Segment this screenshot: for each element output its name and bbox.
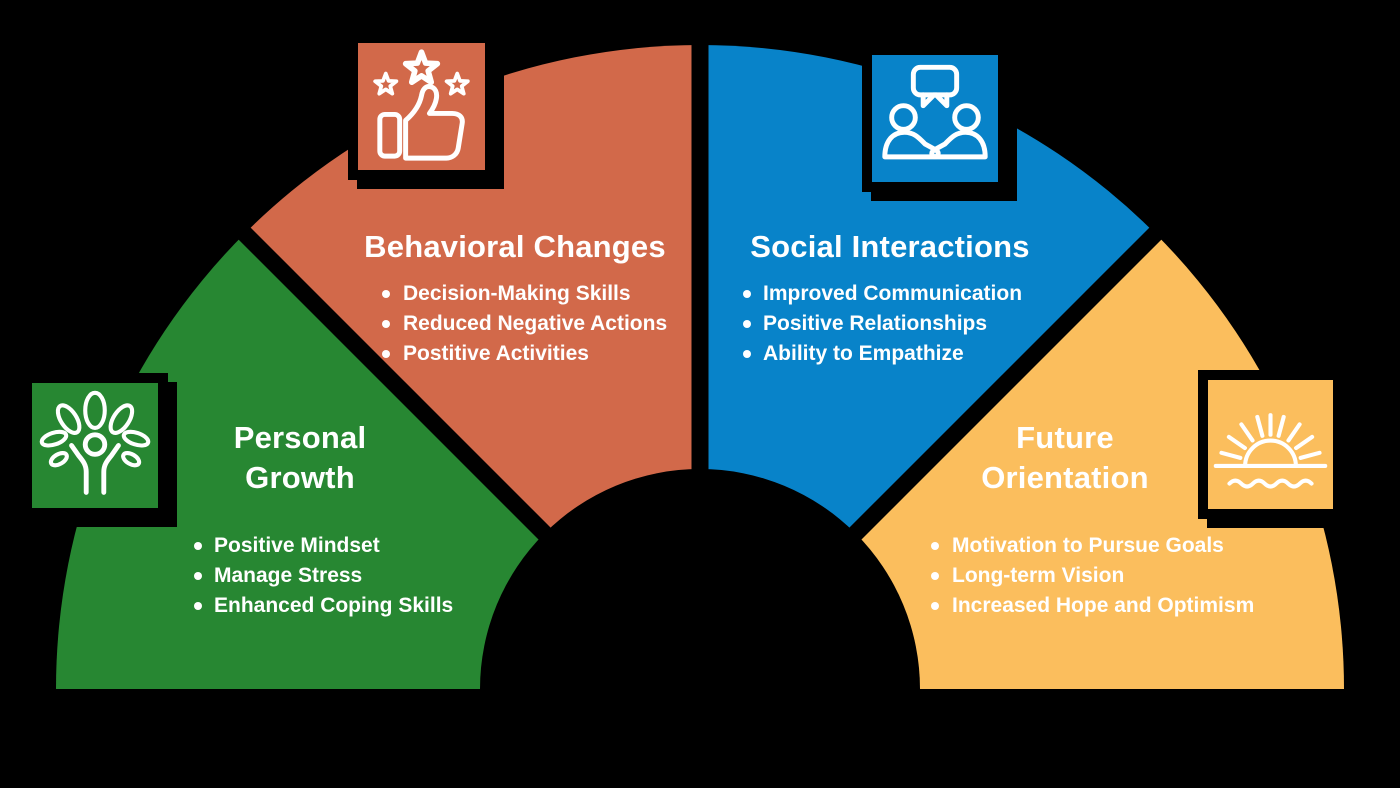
- bullet-text: Increased Hope and Optimism: [952, 594, 1255, 617]
- bullet-text: Postitive Activities: [403, 342, 589, 365]
- segment-title: Social Interactions: [750, 229, 1030, 264]
- bullet-list: Improved Communication Positive Relation…: [705, 279, 1075, 369]
- bullet-dot: [194, 542, 202, 550]
- bullet-dot: [382, 350, 390, 358]
- bullet-text: Manage Stress: [214, 564, 363, 587]
- icon-box-future-orientation: [1198, 370, 1343, 519]
- bullet-list: Decision-Making Skills Reduced Negative …: [330, 279, 700, 369]
- segment-social-interactions: Social Interactions Improved Communicati…: [705, 227, 1075, 369]
- bullet-text: Motivation to Pursue Goals: [952, 534, 1224, 557]
- bullet-item: Positive Relationships: [743, 309, 1075, 339]
- bullet-item: Enhanced Coping Skills: [194, 591, 470, 621]
- icon-box-personal-growth: [22, 373, 168, 518]
- bullet-text: Enhanced Coping Skills: [214, 594, 454, 617]
- bullet-item: Motivation to Pursue Goals: [931, 531, 1230, 561]
- bullet-dot: [743, 320, 751, 328]
- bullet-dot: [194, 602, 202, 610]
- bullet-item: Reduced Negative Actions: [382, 309, 700, 339]
- bullet-item: Increased Hope and Optimism: [931, 591, 1254, 621]
- sunrise-icon: [1213, 413, 1328, 489]
- bullet-list: Positive Mindset Manage Stress Enhanced …: [130, 531, 470, 621]
- bullet-item: Manage Stress: [194, 561, 470, 591]
- conversation-icon: [882, 64, 988, 160]
- bullet-dot: [382, 290, 390, 298]
- icon-box-social-interactions: [862, 45, 1008, 192]
- bullet-dot: [194, 572, 202, 580]
- bullet-text: Decision-Making Skills: [403, 282, 631, 305]
- bullet-text: Long-term Vision: [952, 564, 1125, 587]
- bullet-text: Improved Communication: [763, 282, 1023, 305]
- bullet-dot: [743, 290, 751, 298]
- bullet-item: Postitive Activities: [382, 339, 700, 369]
- segment-title-line1: Future: [1016, 420, 1114, 455]
- bullet-item: Ability to Empathize: [743, 339, 1075, 369]
- bullet-item: Long-term Vision: [931, 561, 1230, 591]
- segment-title-line2: Orientation: [981, 460, 1149, 495]
- segment-personal-growth: Personal Growth Positive Mindset Manage …: [130, 418, 470, 621]
- icon-box-behavioral-changes: [348, 33, 495, 180]
- bullet-dot: [931, 572, 939, 580]
- segment-title-line2: Growth: [245, 460, 355, 495]
- segment-behavioral-changes: Behavioral Changes Decision-Making Skill…: [330, 227, 700, 369]
- bullet-item: Positive Mindset: [194, 531, 470, 561]
- thumbs-up-stars-icon: [373, 43, 470, 161]
- bullet-dot: [382, 320, 390, 328]
- segment-title: Future Orientation: [900, 418, 1230, 498]
- segment-title: Personal Growth: [130, 418, 470, 498]
- bullet-item: Decision-Making Skills: [382, 279, 700, 309]
- bullet-item: Improved Communication: [743, 279, 1075, 309]
- tree-person-icon: [39, 390, 151, 495]
- bullet-dot: [931, 542, 939, 550]
- bullet-text: Positive Relationships: [763, 312, 988, 335]
- segment-future-orientation: Future Orientation Motivation to Pursue …: [900, 418, 1254, 621]
- segment-title: Behavioral Changes: [364, 229, 666, 264]
- bullet-list: Motivation to Pursue Goals Long-term Vis…: [900, 531, 1254, 621]
- bullet-text: Reduced Negative Actions: [403, 312, 668, 335]
- bullet-dot: [743, 350, 751, 358]
- segment-title-line1: Personal: [233, 420, 367, 455]
- inner-cutout: [480, 469, 920, 788]
- bullet-text: Positive Mindset: [214, 534, 380, 557]
- bullet-text: Ability to Empathize: [763, 342, 964, 365]
- bullet-dot: [931, 602, 939, 610]
